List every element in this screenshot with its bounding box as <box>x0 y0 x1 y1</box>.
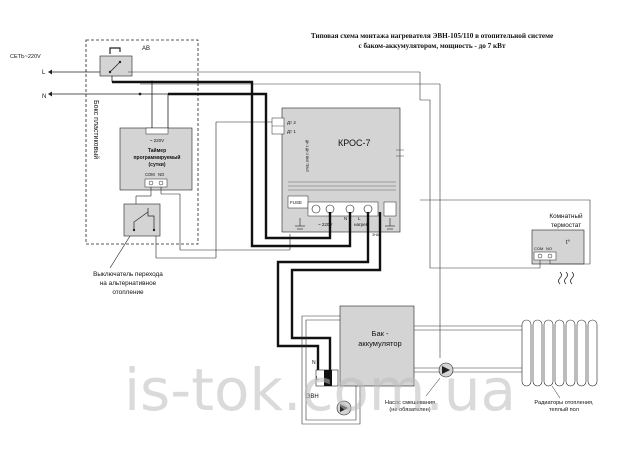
thermostat-no: NO <box>546 246 552 251</box>
sensor-d2-label: Дт 2 <box>287 120 296 125</box>
neutral-label: N <box>42 94 46 100</box>
mixing-pump-icon <box>438 362 454 378</box>
heat-waves-icon <box>558 271 574 285</box>
terminal-n-label: N <box>344 216 347 221</box>
phase-label: L <box>42 70 46 76</box>
title-line-2: с баком-аккумулятором, мощность - до 7 к… <box>358 42 506 50</box>
timer-power-terminals <box>145 127 169 135</box>
sensor-d1-label: Дт 1 <box>287 129 296 134</box>
fuse-label: FUSE <box>290 200 302 205</box>
vent-slots <box>288 181 396 191</box>
title-line-1: Типовая схема монтажа нагревателя ЭВН-10… <box>311 32 553 40</box>
pump-label-2: (не обязателен) <box>389 407 430 413</box>
heater-wire-n <box>276 212 370 372</box>
heater-wire-l <box>290 212 382 372</box>
phase-arrow-icon <box>48 69 52 75</box>
alt-heating-switch <box>123 203 161 237</box>
kros-extra: ЗНАЧ <box>372 233 382 237</box>
timer-voltage: ~ 220V <box>150 138 164 143</box>
thermostat-symbol: t° <box>566 240 571 246</box>
ground-icon <box>295 218 305 230</box>
power-wire-l <box>112 80 352 248</box>
mains-label: СЕТЬ~220V <box>10 54 41 60</box>
buffer-tank <box>339 305 415 387</box>
kros-voltage: ~ 220V <box>318 222 332 227</box>
tank-label-1: Бак - <box>372 329 389 338</box>
kros-load: нагрев <box>354 222 369 227</box>
plastic-box-label: Бокс пластиковый <box>92 100 100 159</box>
thermostat-label-2: термостат <box>551 222 581 229</box>
switch-label-3: отопление <box>112 289 144 296</box>
radiators-label-2: теплый пол <box>549 406 579 413</box>
power-terminal-block <box>307 201 379 217</box>
switch-label-2: на альтернативное <box>100 280 157 287</box>
breaker-handle-icon <box>109 47 121 54</box>
thermostat-label-1: Комнатный <box>549 212 583 220</box>
watermark: is-tok.com.ua <box>124 356 516 424</box>
tank-label-2: аккумулятор <box>358 339 401 348</box>
timer-name-1: Таймер <box>148 147 166 154</box>
terminal-l-label: L <box>358 216 361 221</box>
thermostat-com: COM <box>534 246 543 251</box>
timer-no: NO <box>158 172 165 177</box>
timer-output-terminals <box>144 178 168 188</box>
kros-side-text: ДН 1 ДН 2 ВКЛ ТЕМП <box>305 140 309 173</box>
timer-name-3: (сутки) <box>149 162 166 168</box>
heater-n-label: N <box>312 360 316 366</box>
heater-l-label: L <box>316 376 319 382</box>
timer-com: COM <box>145 172 155 177</box>
circulation-pump-icon <box>336 400 352 416</box>
switch-label-1: Выключатель перехода <box>93 271 163 278</box>
plastic-box <box>85 39 199 245</box>
radiator-icon <box>521 319 598 387</box>
heater-label: ЭВН <box>306 394 319 400</box>
power-wire-n <box>168 92 332 240</box>
timer-name-2: программируемый <box>134 154 181 161</box>
neutral-arrow-icon <box>48 91 52 97</box>
pipe-loop-top <box>301 315 522 425</box>
radiators-label-1: Радиаторы отопления, <box>534 400 594 406</box>
pump-label-1: Насос смешивания <box>385 400 435 406</box>
breaker-label: АВ <box>142 46 150 52</box>
kros-title: КРОС-7 <box>338 138 371 148</box>
ground-icon-2 <box>385 218 395 230</box>
